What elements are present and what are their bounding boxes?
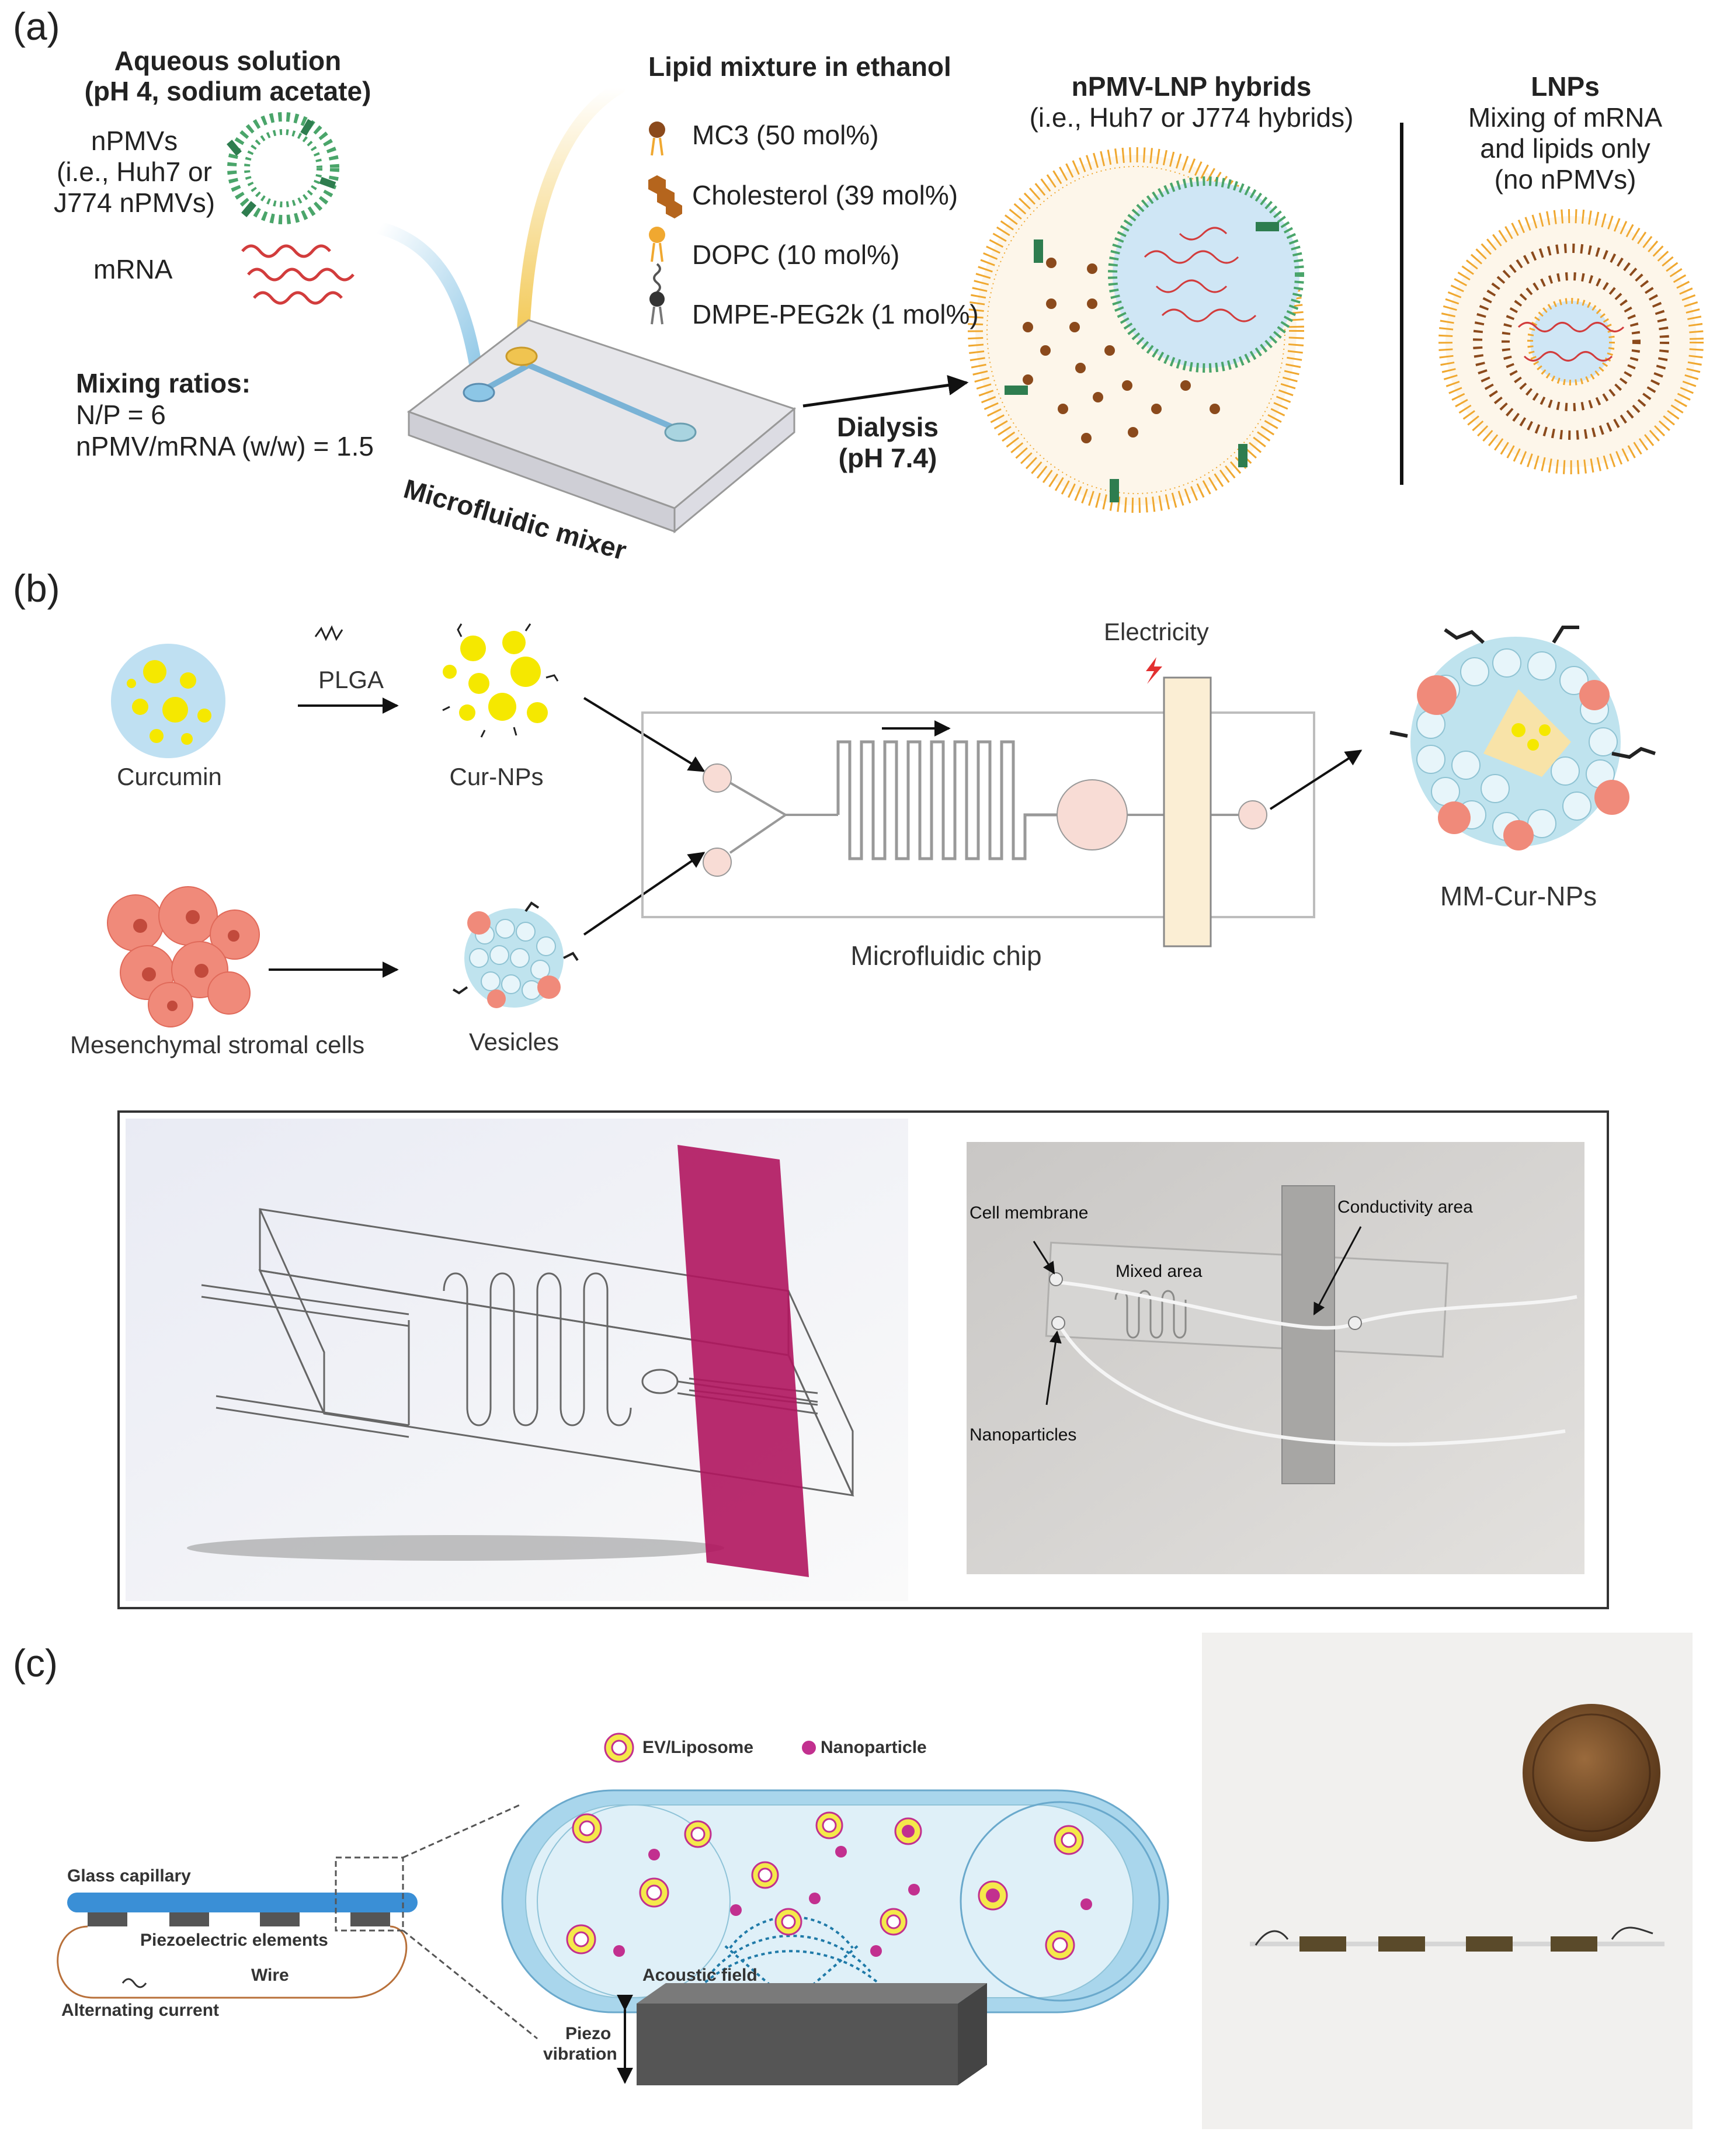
dmpe-peg-icon bbox=[649, 263, 665, 325]
microfluidic-mixer-chip bbox=[406, 319, 797, 534]
cur-to-chip-arrow bbox=[583, 697, 706, 772]
ev-particles bbox=[566, 1811, 1084, 1960]
acoustic-field-label: Acoustic field bbox=[642, 1966, 757, 1985]
npmvs-label-line2: (i.e., Huh7 or bbox=[57, 157, 212, 187]
microfluidic-chip-label: Microfluidic chip bbox=[850, 940, 1042, 971]
piezo-label-line2: vibration bbox=[543, 2044, 617, 2064]
mixing-ratios-title: Mixing ratios: bbox=[76, 368, 251, 398]
mm-cur-nps-label: MM-Cur-NPs bbox=[1440, 881, 1597, 911]
photo-mixed-area-label: Mixed area bbox=[1116, 1262, 1203, 1281]
mrna-label: mRNA bbox=[93, 254, 173, 284]
chip-photo-content bbox=[1033, 1185, 1577, 1484]
panel-b-tag: (b) bbox=[13, 567, 60, 610]
plga-label: PLGA bbox=[318, 666, 384, 693]
lnp-title: LNPs bbox=[1531, 71, 1600, 102]
dialysis-arrow bbox=[802, 375, 969, 408]
dialysis-ph-label: (pH 7.4) bbox=[838, 443, 937, 473]
cholesterol-icon bbox=[648, 175, 682, 218]
device-photo-content bbox=[1250, 1704, 1664, 1952]
cur-nps-label: Cur-NPs bbox=[449, 763, 544, 790]
cur-nps-icon bbox=[442, 623, 559, 738]
capillary-cross-section bbox=[501, 1789, 1169, 2013]
alt-current-label: Alternating current bbox=[61, 2001, 220, 2020]
piezo-block bbox=[617, 1983, 987, 2085]
photo-cell-membrane-label: Cell membrane bbox=[969, 1203, 1089, 1223]
aqueous-inlet-tube bbox=[373, 221, 485, 392]
lipid-mixture-title: Lipid mixture in ethanol bbox=[648, 51, 951, 82]
lipid-dopc: DOPC (10 mol%) bbox=[692, 239, 900, 270]
mm-cur-nps-icon bbox=[1389, 626, 1656, 850]
hybrid-particle bbox=[968, 147, 1304, 513]
np-legend-icon bbox=[802, 1741, 816, 1755]
mixing-ratio: nPMV/mRNA (w/w) = 1.5 bbox=[76, 431, 374, 461]
ves-to-chip-arrow bbox=[583, 852, 706, 936]
lightning-icon bbox=[1146, 657, 1162, 684]
glass-capillary-label: Glass capillary bbox=[67, 1866, 191, 1886]
aqueous-title-line2: (pH 4, sodium acetate) bbox=[84, 76, 371, 106]
vesicles-icon bbox=[452, 901, 579, 1008]
lipid-mc3: MC3 (50 mol%) bbox=[692, 120, 879, 150]
wire-label: Wire bbox=[251, 1966, 289, 1985]
lnp-particle bbox=[1438, 209, 1704, 474]
npmvs-label-line3: J774 nPMVs) bbox=[53, 188, 216, 218]
electricity-label: Electricity bbox=[1104, 618, 1209, 645]
coin-icon bbox=[1523, 1704, 1660, 1842]
curcumin-label: Curcumin bbox=[117, 763, 222, 790]
lipid-dmpe-peg: DMPE-PEG2k (1 mol%) bbox=[692, 299, 979, 329]
lipid-cholesterol: Cholesterol (39 mol%) bbox=[692, 180, 958, 210]
msc-label: Mesenchymal stromal cells bbox=[70, 1031, 365, 1058]
dialysis-label: Dialysis bbox=[837, 412, 939, 442]
mrna-icon bbox=[241, 244, 355, 305]
lnp-subtitle-line2: and lipids only bbox=[1480, 133, 1650, 164]
npmvs-label-line1: nPMVs bbox=[91, 126, 178, 156]
msc-cluster-icon bbox=[107, 886, 260, 1027]
capillary-schematic bbox=[57, 1804, 538, 2040]
mc3-lipid-icon bbox=[649, 121, 665, 156]
plga-icon bbox=[314, 625, 343, 641]
lnp-subtitle-line3: (no nPMVs) bbox=[1494, 164, 1636, 195]
nanoparticle-dots bbox=[613, 1846, 1092, 1957]
chip-photo bbox=[967, 1142, 1584, 1574]
nanoparticle-legend: Nanoparticle bbox=[821, 1738, 927, 1757]
mixing-np: N/P = 6 bbox=[76, 400, 166, 430]
lipid-inlet-tube bbox=[516, 81, 626, 357]
microfluidic-chip-schematic bbox=[641, 657, 1315, 947]
panel-c-tag: (c) bbox=[13, 1641, 58, 1685]
piezo-elements-label: Piezoelectric elements bbox=[140, 1931, 328, 1950]
curcumin-icon bbox=[111, 644, 225, 758]
lnp-subtitle-line1: Mixing of mRNA bbox=[1468, 102, 1663, 133]
chip-to-product-arrow bbox=[1269, 749, 1363, 810]
panel-a-tag: (a) bbox=[13, 5, 60, 48]
hybrid-title: nPMV-LNP hybrids bbox=[1071, 71, 1312, 102]
ev-liposome-legend: EV/Liposome bbox=[642, 1738, 754, 1757]
dopc-lipid-icon bbox=[649, 227, 665, 262]
piezo-label-line1: Piezo bbox=[565, 2024, 611, 2043]
ev-legend-icon bbox=[604, 1733, 634, 1763]
ac-symbol bbox=[121, 1978, 147, 1988]
vesicles-label: Vesicles bbox=[468, 1028, 560, 1056]
hybrid-subtitle: (i.e., Huh7 or J774 hybrids) bbox=[1029, 102, 1354, 133]
aqueous-title-line1: Aqueous solution bbox=[114, 46, 342, 76]
magenta-strip bbox=[677, 1145, 809, 1577]
photo-nanoparticles-label: Nanoparticles bbox=[969, 1425, 1077, 1445]
npmv-vesicle-icon bbox=[227, 112, 339, 224]
device-photo bbox=[1202, 1633, 1693, 2129]
wire bbox=[57, 1925, 408, 1999]
photo-conductivity-label: Conductivity area bbox=[1337, 1197, 1473, 1217]
